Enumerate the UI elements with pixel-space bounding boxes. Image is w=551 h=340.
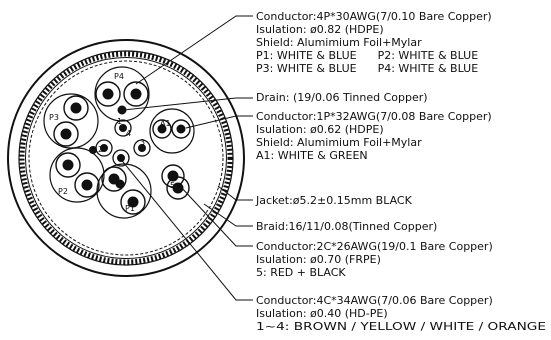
- section-labels: P4 P3 P2 P1 A1 1 2 3 4 5: [49, 72, 175, 213]
- pair-p1-shield: [96, 163, 152, 219]
- core-label-2: 2: [98, 145, 103, 154]
- core-boundary: [28, 60, 224, 256]
- core-5-2c: [161, 164, 190, 200]
- callout-2c-line-2: Isulation: ø0.70 (FRPE): [256, 253, 381, 266]
- pair-p3-shield: [43, 93, 99, 149]
- callout-2c-line-3: 5: RED + BLACK: [256, 266, 346, 279]
- callout-jacket-line-1: Jacket:ø5.2±0.15mm BLACK: [255, 194, 413, 207]
- callout-4p-line-3: Shield: Alumimium Foil+Mylar: [256, 36, 422, 49]
- pair-p2: [49, 147, 105, 203]
- callout-conductor-1p: Conductor:1P*32AWG(7/0.08 Bare Copper) I…: [256, 110, 492, 162]
- label-a1: A1: [160, 119, 171, 128]
- leader-jacket: [217, 185, 253, 201]
- leader-lines: [118, 15, 253, 301]
- center-4c-cores: [95, 119, 151, 167]
- label-p2: P2: [58, 187, 68, 196]
- core-label-4: 4: [126, 129, 131, 138]
- braid-layer: [19, 51, 233, 265]
- callout-jacket: Jacket:ø5.2±0.15mm BLACK: [255, 194, 413, 207]
- callout-braid: Braid:16/11/0.08(Tinned Copper): [256, 220, 437, 233]
- callout-4p-line-4: P1: WHITE & BLUE P2: WHITE & BLUE: [256, 49, 478, 62]
- callout-4c-line-3: 1~4: BROWN / YELLOW / WHITE / ORANGE: [256, 320, 546, 333]
- callout-2c-line-1: Conductor:2C*26AWG(19/0.1 Bare Copper): [256, 240, 493, 253]
- callout-4c-line-2: Isulation: ø0.40 (HD-PE): [256, 307, 388, 320]
- pair-p4: [94, 66, 150, 122]
- core-label-1: 1: [117, 117, 122, 126]
- pair-a1-shield: [149, 108, 195, 154]
- leader-conductor-1p: [185, 115, 253, 129]
- pair-p2-shield: [49, 147, 105, 203]
- leader-conductor-4c: [118, 156, 253, 301]
- callout-4p-line-1: Conductor:4P*30AWG(7/0.10 Bare Copper): [256, 10, 492, 23]
- core-label-3: 3: [140, 138, 145, 147]
- drain-wires: [89, 105, 127, 189]
- callout-drain: Drain: (19/0.06 Tinned Copper): [256, 91, 428, 104]
- label-p1: P1: [125, 204, 135, 213]
- core-label-5: 5: [170, 181, 175, 190]
- braid-inner-ring: [25, 57, 227, 259]
- label-p4: P4: [114, 72, 124, 81]
- callout-conductor-4c: Conductor:4C*34AWG(7/0.06 Bare Copper) I…: [256, 294, 546, 333]
- callout-1p-line-1: Conductor:1P*32AWG(7/0.08 Bare Copper): [256, 110, 492, 123]
- callout-conductor-2c: Conductor:2C*26AWG(19/0.1 Bare Copper) I…: [256, 240, 493, 279]
- callout-1p-line-2: Isulation: ø0.62 (HDPE): [256, 123, 384, 136]
- callout-drain-line-1: Drain: (19/0.06 Tinned Copper): [256, 91, 428, 104]
- label-p3: P3: [49, 113, 59, 122]
- leader-conductor-2c: [179, 185, 253, 247]
- callout-4p-line-5: P3: WHITE & BLUE P4: WHITE & BLUE: [256, 62, 478, 75]
- callout-4c-line-1: Conductor:4C*34AWG(7/0.06 Bare Copper): [256, 294, 493, 307]
- callout-4p-line-2: Isulation: ø0.82 (HDPE): [256, 23, 384, 36]
- pair-p1: [96, 163, 152, 219]
- callout-conductor-4p: Conductor:4P*30AWG(7/0.10 Bare Copper) I…: [256, 10, 492, 75]
- cable-cross-section: [7, 39, 245, 277]
- pair-p3: [43, 93, 99, 149]
- callout-1p-line-4: A1: WHITE & GREEN: [256, 149, 368, 162]
- pair-a1: [149, 108, 195, 154]
- pair-p4-shield: [94, 66, 150, 122]
- jacket-outer-ring: [7, 39, 245, 277]
- callout-1p-line-3: Shield: Alumimium Foil+Mylar: [256, 136, 422, 149]
- leader-conductor-4p: [135, 15, 253, 85]
- leader-braid: [203, 203, 253, 227]
- leader-drain: [123, 97, 253, 111]
- callout-braid-line-1: Braid:16/11/0.08(Tinned Copper): [256, 220, 437, 233]
- jacket-inner-ring: [18, 50, 234, 266]
